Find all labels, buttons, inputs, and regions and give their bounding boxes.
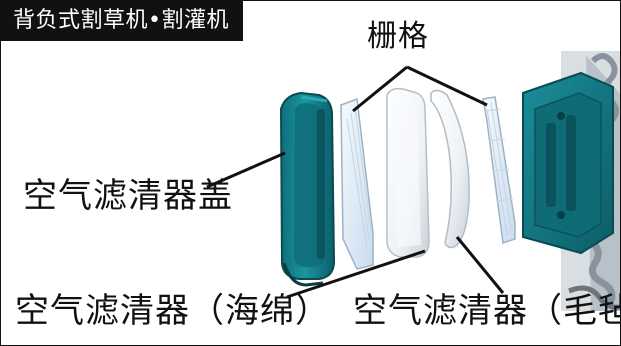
label-air-cleaner-cover: 空气滤清器盖 (23, 176, 233, 216)
air-cleaner-grid-left (340, 97, 374, 270)
figure-title: 背负式割草机•割灌机 (1, 1, 243, 41)
label-grid: 栅格 (367, 19, 429, 54)
label-air-cleaner-felt: 空气滤清器（毛毡） (353, 291, 620, 331)
air-cleaner-grid-right (482, 96, 516, 244)
label-air-cleaner-sponge: 空气滤清器（海绵） (15, 291, 330, 331)
air-cleaner-sponge-part (386, 87, 430, 258)
air-cleaner-felt-part (430, 89, 470, 249)
air-cleaner-housing (522, 71, 614, 255)
air-cleaner-cover (279, 91, 336, 287)
